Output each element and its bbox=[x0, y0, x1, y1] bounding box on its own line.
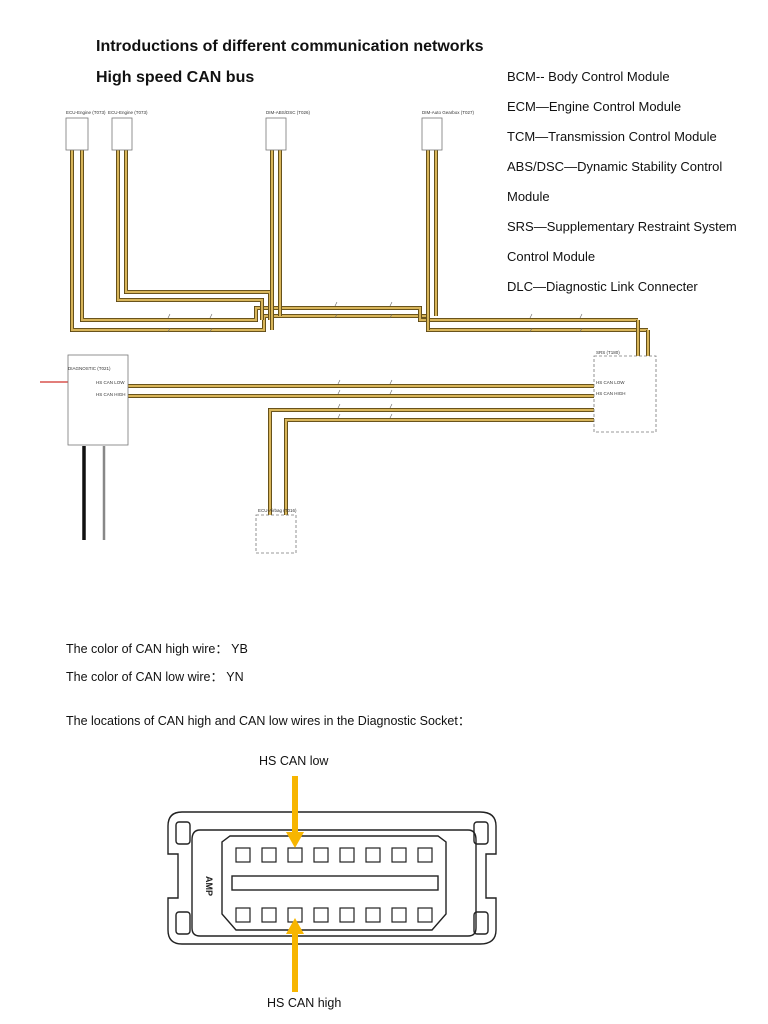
diagnostic-label: DIAGNOSTIC (T021) bbox=[68, 366, 111, 371]
amp-logo: AMP bbox=[204, 876, 214, 896]
legend-abs-dsc: ABS/DSC—Dynamic Stability Control bbox=[507, 159, 723, 174]
diagnostic-can-high: HS CAN HIGH bbox=[96, 392, 126, 397]
legend-srs-cont: Control Module bbox=[507, 249, 596, 264]
hs-can-low-label: HS CAN low bbox=[259, 754, 329, 768]
legend-bcm: BCM-- Body Control Module bbox=[507, 69, 670, 84]
can-high-arrow-shaft bbox=[292, 932, 298, 992]
srs-label: SRS (T180) bbox=[596, 350, 620, 355]
ecu-airbag-label: ECU-Airbag (T016) bbox=[258, 508, 297, 513]
ecu-engine-1-label: ECU-Engine (T073) bbox=[66, 110, 106, 115]
legend-tcm: TCM—Transmission Control Module bbox=[507, 129, 717, 144]
ecu-engine-2-label: ECU-Engine (T073) bbox=[108, 110, 148, 115]
can-high-arrow-head bbox=[286, 918, 304, 934]
section-title: High speed CAN bus bbox=[96, 69, 255, 86]
srs-can-low: HS CAN LOW bbox=[596, 380, 625, 385]
legend-ecm: ECM—Engine Control Module bbox=[507, 99, 682, 114]
abs-dsc-label: DIM-ABS/DSC (T026) bbox=[266, 110, 311, 115]
can-low-color: The color of CAN low wire： YN bbox=[66, 670, 244, 684]
auto-gearbox-label: DIM-Auto Gearbox (T027) bbox=[422, 110, 475, 115]
diagnostic-can-low: HS CAN LOW bbox=[96, 380, 125, 385]
can-low-arrow-shaft bbox=[292, 776, 298, 834]
legend-srs: SRS—Supplementary Restraint System bbox=[507, 219, 737, 234]
can-high-color: The color of CAN high wire： YB bbox=[66, 642, 248, 656]
pin-row-bottom bbox=[235, 907, 433, 923]
hs-can-high-label: HS CAN high bbox=[267, 996, 342, 1010]
socket-caption: The locations of CAN high and CAN low wi… bbox=[66, 714, 471, 728]
can-low-arrow-head bbox=[286, 832, 304, 848]
legend-abs-dsc-cont: Module bbox=[507, 189, 550, 204]
legend-dlc: DLC—Diagnostic Link Connecter bbox=[507, 279, 698, 294]
page-title: Introductions of different communication… bbox=[96, 38, 484, 55]
srs-can-high: HS CAN HIGH bbox=[596, 391, 626, 396]
pin-row-top bbox=[235, 847, 433, 863]
